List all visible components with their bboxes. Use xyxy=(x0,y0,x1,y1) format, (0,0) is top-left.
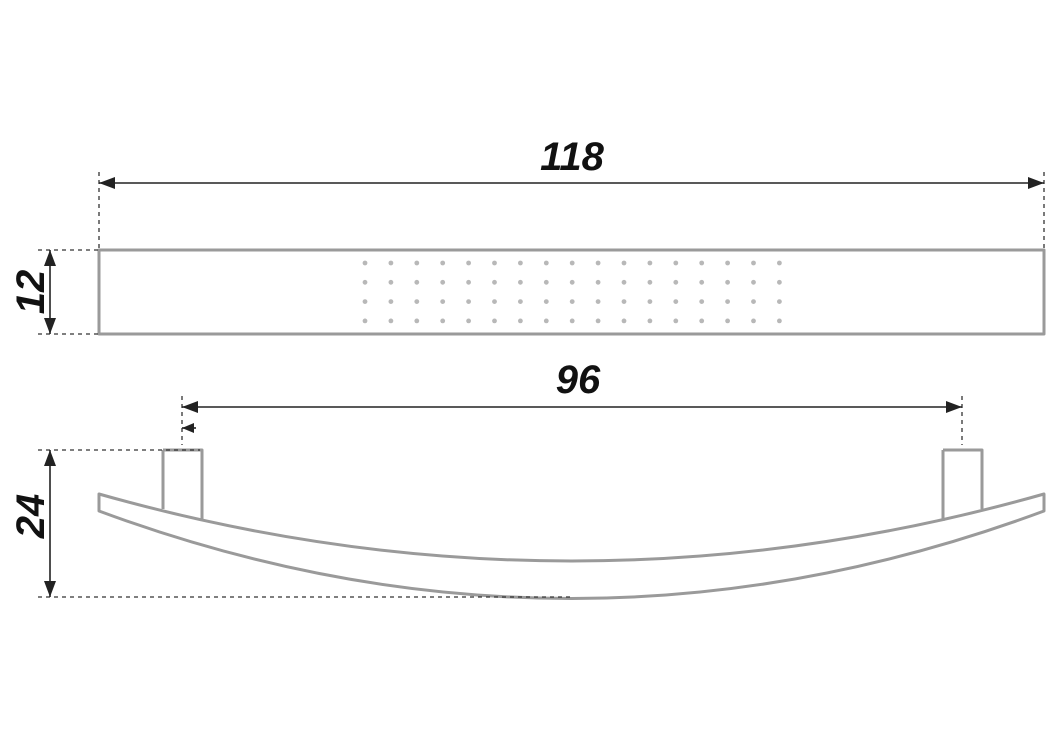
texture-dot xyxy=(466,279,471,285)
texture-dot xyxy=(595,260,601,266)
texture-dot xyxy=(466,318,471,324)
arrow-hole-left xyxy=(182,401,198,413)
texture-dot xyxy=(673,279,679,285)
texture-dot xyxy=(699,299,705,304)
texture-dot xyxy=(492,279,497,285)
texture-dot xyxy=(518,279,523,285)
handle-side-outline xyxy=(97,492,1046,600)
arrow-hole-right xyxy=(946,401,962,413)
texture-dot xyxy=(595,299,601,304)
arrow-length-left xyxy=(99,177,115,189)
dot-texture xyxy=(362,260,782,324)
texture-dot xyxy=(751,279,756,285)
texture-dot xyxy=(725,299,730,304)
texture-dot xyxy=(414,260,420,266)
texture-dot xyxy=(699,318,705,324)
mounting-leg-left xyxy=(161,448,204,521)
side-view: 96 24 xyxy=(9,358,1046,600)
texture-dot xyxy=(440,299,446,304)
texture-dot xyxy=(777,299,782,304)
texture-dot xyxy=(595,279,601,285)
texture-dot xyxy=(595,318,601,324)
texture-dot xyxy=(362,260,368,266)
dimension-label-height-side: 24 xyxy=(9,494,53,540)
arrow-height-top-up xyxy=(44,250,56,266)
texture-dot xyxy=(492,299,497,304)
texture-dot xyxy=(647,260,653,266)
texture-dot xyxy=(647,299,653,304)
dimension-label-length: 118 xyxy=(540,135,605,179)
texture-dot xyxy=(621,279,627,285)
texture-dot xyxy=(492,318,497,324)
texture-dot xyxy=(621,260,627,266)
texture-dot xyxy=(543,299,549,304)
arrow-height-side-down xyxy=(44,581,56,597)
texture-dot xyxy=(362,318,368,324)
texture-dot xyxy=(699,279,705,285)
texture-dot xyxy=(777,318,782,324)
mounting-leg-right xyxy=(941,448,984,521)
texture-dot xyxy=(569,318,575,324)
texture-dot xyxy=(699,260,705,266)
texture-dot xyxy=(543,279,549,285)
texture-dot xyxy=(414,299,420,304)
texture-dot xyxy=(751,299,756,304)
texture-dot xyxy=(569,299,575,304)
texture-dot xyxy=(362,279,368,285)
texture-dot xyxy=(492,260,497,266)
texture-dot xyxy=(673,260,679,266)
texture-dot xyxy=(751,318,756,324)
texture-dot xyxy=(440,260,446,266)
texture-dot xyxy=(621,318,627,324)
texture-dot xyxy=(466,260,471,266)
texture-dot xyxy=(518,299,523,304)
texture-dot xyxy=(621,299,627,304)
texture-dot xyxy=(388,299,394,304)
texture-dot xyxy=(777,260,782,266)
dimension-label-height-top: 12 xyxy=(9,270,53,315)
arrow-height-top-down xyxy=(44,318,56,334)
texture-dot xyxy=(569,260,575,266)
texture-dot xyxy=(440,318,446,324)
texture-dot xyxy=(388,260,394,266)
texture-dot xyxy=(362,299,368,304)
texture-dot xyxy=(414,279,420,285)
texture-dot xyxy=(725,318,730,324)
texture-dot xyxy=(414,318,420,324)
texture-dot xyxy=(543,318,549,324)
texture-dot xyxy=(777,279,782,285)
arrow-height-side-up xyxy=(44,450,56,466)
texture-dot xyxy=(543,260,549,266)
texture-dot xyxy=(647,318,653,324)
arrow-length-right xyxy=(1028,177,1044,189)
texture-dot xyxy=(725,260,730,266)
handle-top-outline xyxy=(97,248,1046,336)
texture-dot xyxy=(388,318,394,324)
dimension-label-hole-spacing: 96 xyxy=(556,358,601,402)
texture-dot xyxy=(725,279,730,285)
texture-dot xyxy=(440,279,446,285)
texture-dot xyxy=(518,318,523,324)
texture-dot xyxy=(388,279,394,285)
texture-dot xyxy=(518,260,523,266)
texture-dot xyxy=(751,260,756,266)
texture-dot xyxy=(466,299,471,304)
top-view: 118 12 xyxy=(9,135,1046,336)
texture-dot xyxy=(673,318,679,324)
texture-dot xyxy=(569,279,575,285)
texture-dot xyxy=(673,299,679,304)
texture-dot xyxy=(647,279,653,285)
